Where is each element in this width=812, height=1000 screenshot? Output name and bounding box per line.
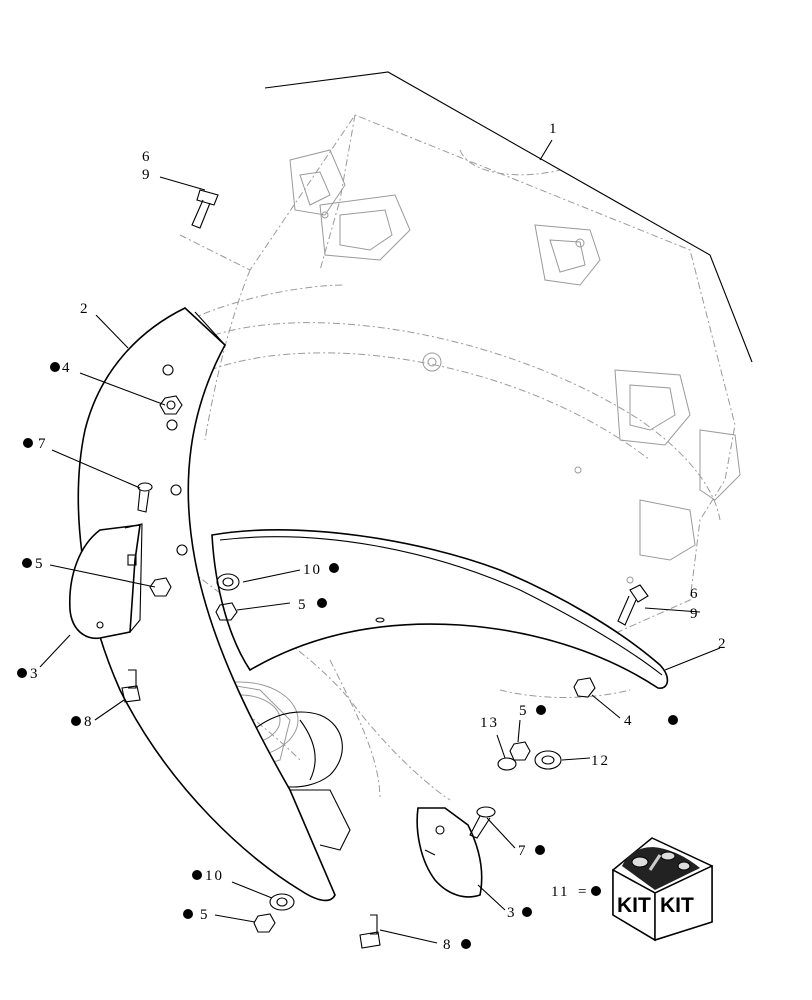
callout-8-left: 8 — [84, 714, 94, 730]
kit-label-right: KIT — [660, 894, 694, 917]
housing-ghost — [169, 114, 741, 801]
callout-5-left: 5 — [35, 556, 45, 572]
callout-5-lower: 5 — [200, 907, 210, 923]
callout-9-right: 9 — [690, 606, 700, 622]
callout-7-left: 7 — [38, 436, 48, 452]
callout-10-mid: 10 — [303, 562, 322, 578]
callout-13: 13 — [480, 715, 499, 731]
callout-9-top: 9 — [142, 167, 152, 183]
callout-12: 12 — [591, 753, 610, 769]
callout-11: 11 — [551, 884, 569, 900]
leader-lines — [39, 71, 753, 944]
kit-box-icon: KIT KIT — [612, 837, 713, 942]
callout-3-right: 3 — [507, 905, 517, 921]
shield-right — [211, 529, 669, 689]
callout-bullets — [17, 362, 678, 949]
callout-5-mid: 5 — [298, 597, 308, 613]
callout-11-equals: = — [578, 884, 588, 900]
skid-left — [69, 523, 143, 639]
skid-right — [416, 807, 483, 898]
callout-4-left: 4 — [62, 360, 72, 376]
callout-labels: 1 6 9 2 4 7 5 3 8 10 5 6 9 2 4 5 13 12 7… — [30, 121, 728, 953]
callout-8-right: 8 — [443, 937, 453, 953]
callout-2-left: 2 — [80, 301, 90, 317]
callout-3-left: 3 — [30, 666, 40, 682]
fasteners — [121, 189, 649, 949]
callout-1: 1 — [549, 121, 559, 137]
shield-left — [77, 307, 336, 902]
callout-4-right: 4 — [624, 713, 634, 729]
callout-10-lower: 10 — [205, 868, 224, 884]
callout-5-right: 5 — [519, 703, 529, 719]
kit-label-left: KIT — [617, 894, 651, 917]
callout-6-top: 6 — [142, 149, 152, 165]
callout-6-right: 6 — [690, 586, 700, 602]
callout-7-right: 7 — [518, 843, 528, 859]
callout-2-right: 2 — [718, 636, 728, 652]
